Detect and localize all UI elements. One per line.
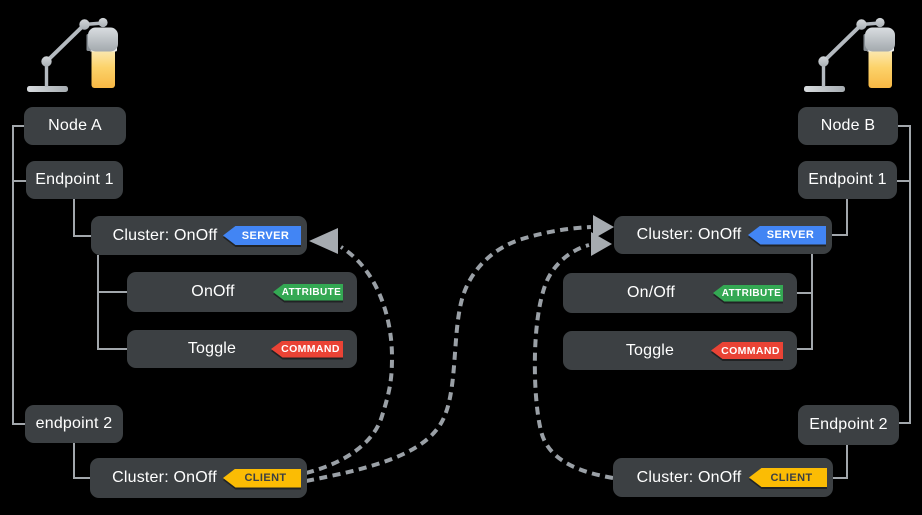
server-badge: SERVER [223,226,301,245]
cluster-client-label: Cluster: OnOff [112,469,217,486]
node-a-command-box: Toggle COMMAND [127,330,357,368]
node-b-attribute-box: On/Off ATTRIBUTE [563,273,797,313]
node-a-box: Node A [24,107,126,145]
attribute-badge: ATTRIBUTE [273,283,343,301]
command-badge: COMMAND [711,342,783,359]
node-b-endpoint-1-box: Endpoint 1 [798,161,897,199]
tree-connectors-right [797,125,911,479]
cluster-server-label: Cluster: OnOff [636,226,742,243]
node-a-cluster-client-box: Cluster: OnOff CLIENT [90,458,307,498]
node-a-attribute-box: OnOff ATTRIBUTE [127,272,357,312]
attribute-badge-label: ATTRIBUTE [273,283,343,301]
command-badge: COMMAND [271,340,343,358]
command-badge-label: COMMAND [271,340,343,358]
arrowhead-left-server [309,228,338,254]
node-a-label: Node A [48,117,102,134]
attribute-name-label: OnOff [191,283,235,300]
client-badge: CLIENT [223,468,301,488]
client-badge-label: CLIENT [749,468,827,487]
interaction-arrows [305,225,614,483]
node-a-endpoint-1-box: Endpoint 1 [26,161,123,199]
node-b-endpoint-2-label: Endpoint 2 [809,416,888,433]
command-name-label: Toggle [187,340,237,357]
desk-lamp-icon [27,17,118,92]
tree-connectors-left [12,125,127,479]
attribute-badge-label: ATTRIBUTE [713,284,783,302]
server-badge: SERVER [748,225,826,245]
node-a-endpoint-1-label: Endpoint 1 [35,171,114,188]
client-badge-label: CLIENT [223,468,301,488]
node-a-cluster-server-box: Cluster: OnOff SERVER [91,216,307,255]
command-name-label: Toggle [625,341,675,359]
client-badge: CLIENT [749,468,827,487]
node-b-box: Node B [798,107,898,145]
attribute-badge: ATTRIBUTE [713,284,783,302]
node-b-endpoint-1-label: Endpoint 1 [808,171,887,188]
command-badge-label: COMMAND [711,342,783,359]
arrow-clientB-to-serverB [532,243,614,480]
arrowheads [309,215,614,256]
node-b-endpoint-2-box: Endpoint 2 [798,405,899,445]
server-badge-label: SERVER [748,225,826,245]
node-b-command-box: Toggle COMMAND [563,331,797,370]
node-b-cluster-client-box: Cluster: OnOff CLIENT [613,458,833,497]
node-a-endpoint-2-box: endpoint 2 [25,405,123,443]
arrowhead-right-server-upper [593,215,614,239]
cluster-client-label: Cluster: OnOff [636,468,742,486]
arrowhead-right-server-lower [591,232,612,256]
cluster-server-label: Cluster: OnOff [112,226,218,244]
node-b-label: Node B [820,117,876,134]
attribute-name-label: On/Off [626,284,676,301]
node-a-endpoint-2-label: endpoint 2 [35,415,113,432]
server-badge-label: SERVER [223,226,301,245]
node-b-cluster-server-box: Cluster: OnOff SERVER [614,216,832,254]
arrow-clientA-to-serverB [305,225,592,483]
desk-lamp-icon [802,15,897,94]
